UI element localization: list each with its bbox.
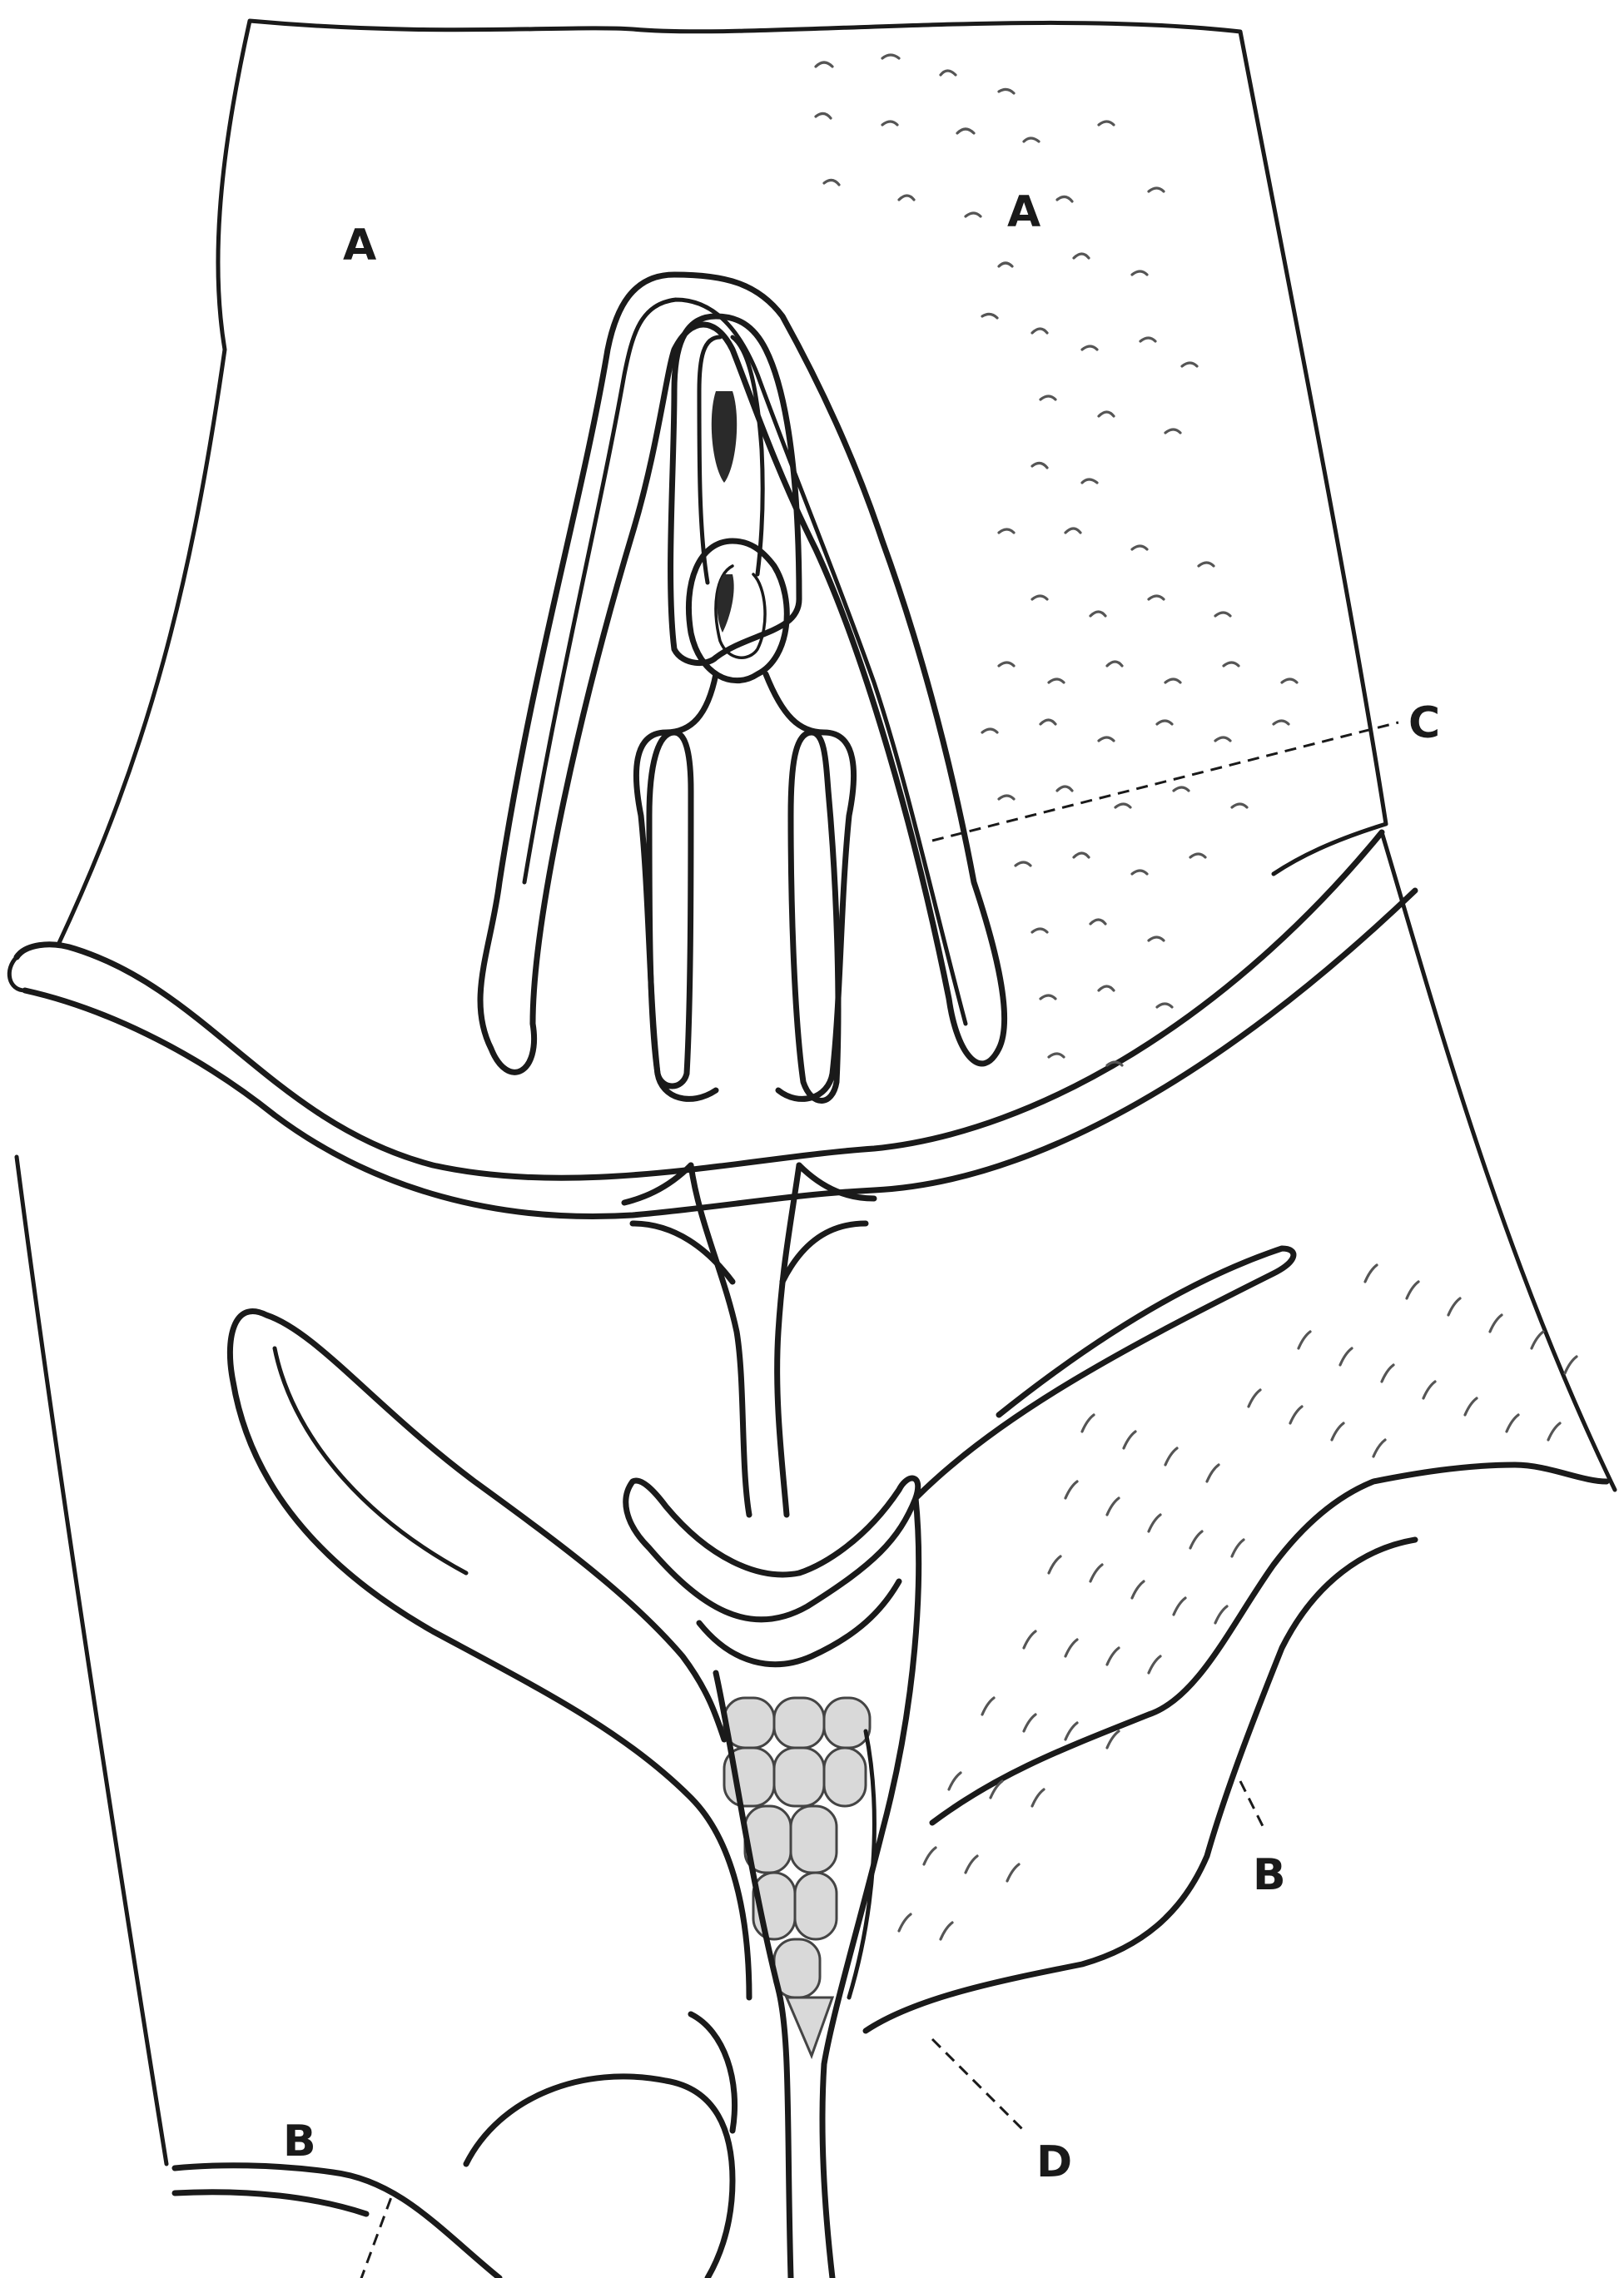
upper-tissue-outline [58,21,1386,945]
leader-b-right [1240,1781,1265,1831]
label-b-right: B [1253,1850,1286,1900]
right-bract-lower-heavy [866,1540,1415,2031]
right-outer-edge [1382,832,1615,1490]
left-bract [230,1311,749,1998]
crescent-leaf-lower [699,1581,899,1665]
right-leaf-lobe [791,732,838,1101]
label-d: D [1036,2137,1072,2187]
right-lower-bract-outer [916,1248,1294,1498]
label-a-right: A [1007,187,1040,237]
left-bract-inner [275,1348,466,1573]
left-leaf-lobe [649,732,691,1086]
bud-apex-dark [712,391,737,483]
left-outer-edge [17,1157,166,2164]
left-fold-loop [691,2014,735,2131]
stem-flare-left [624,1165,733,1282]
left-lower-fold [175,2166,499,2278]
septum-band-end [9,957,25,990]
stipple-lower-right [899,1265,1577,1939]
label-a-left: A [343,221,376,270]
leader-c [932,722,1398,841]
cell-column [724,1698,870,2056]
bud-outer-envelope [480,275,1005,1072]
right-lower-bract-edge [932,1465,1607,1823]
upper-septum-band-outer [17,832,1382,1178]
crescent-leaf [626,1478,918,1620]
bud-envelope-inner [524,300,966,1024]
central-stem-upper [691,1165,799,1515]
label-c: C [1408,698,1440,748]
label-b-left: B [283,2117,316,2166]
left-fold-curve [466,2077,733,2278]
leader-d [932,2039,1024,2131]
